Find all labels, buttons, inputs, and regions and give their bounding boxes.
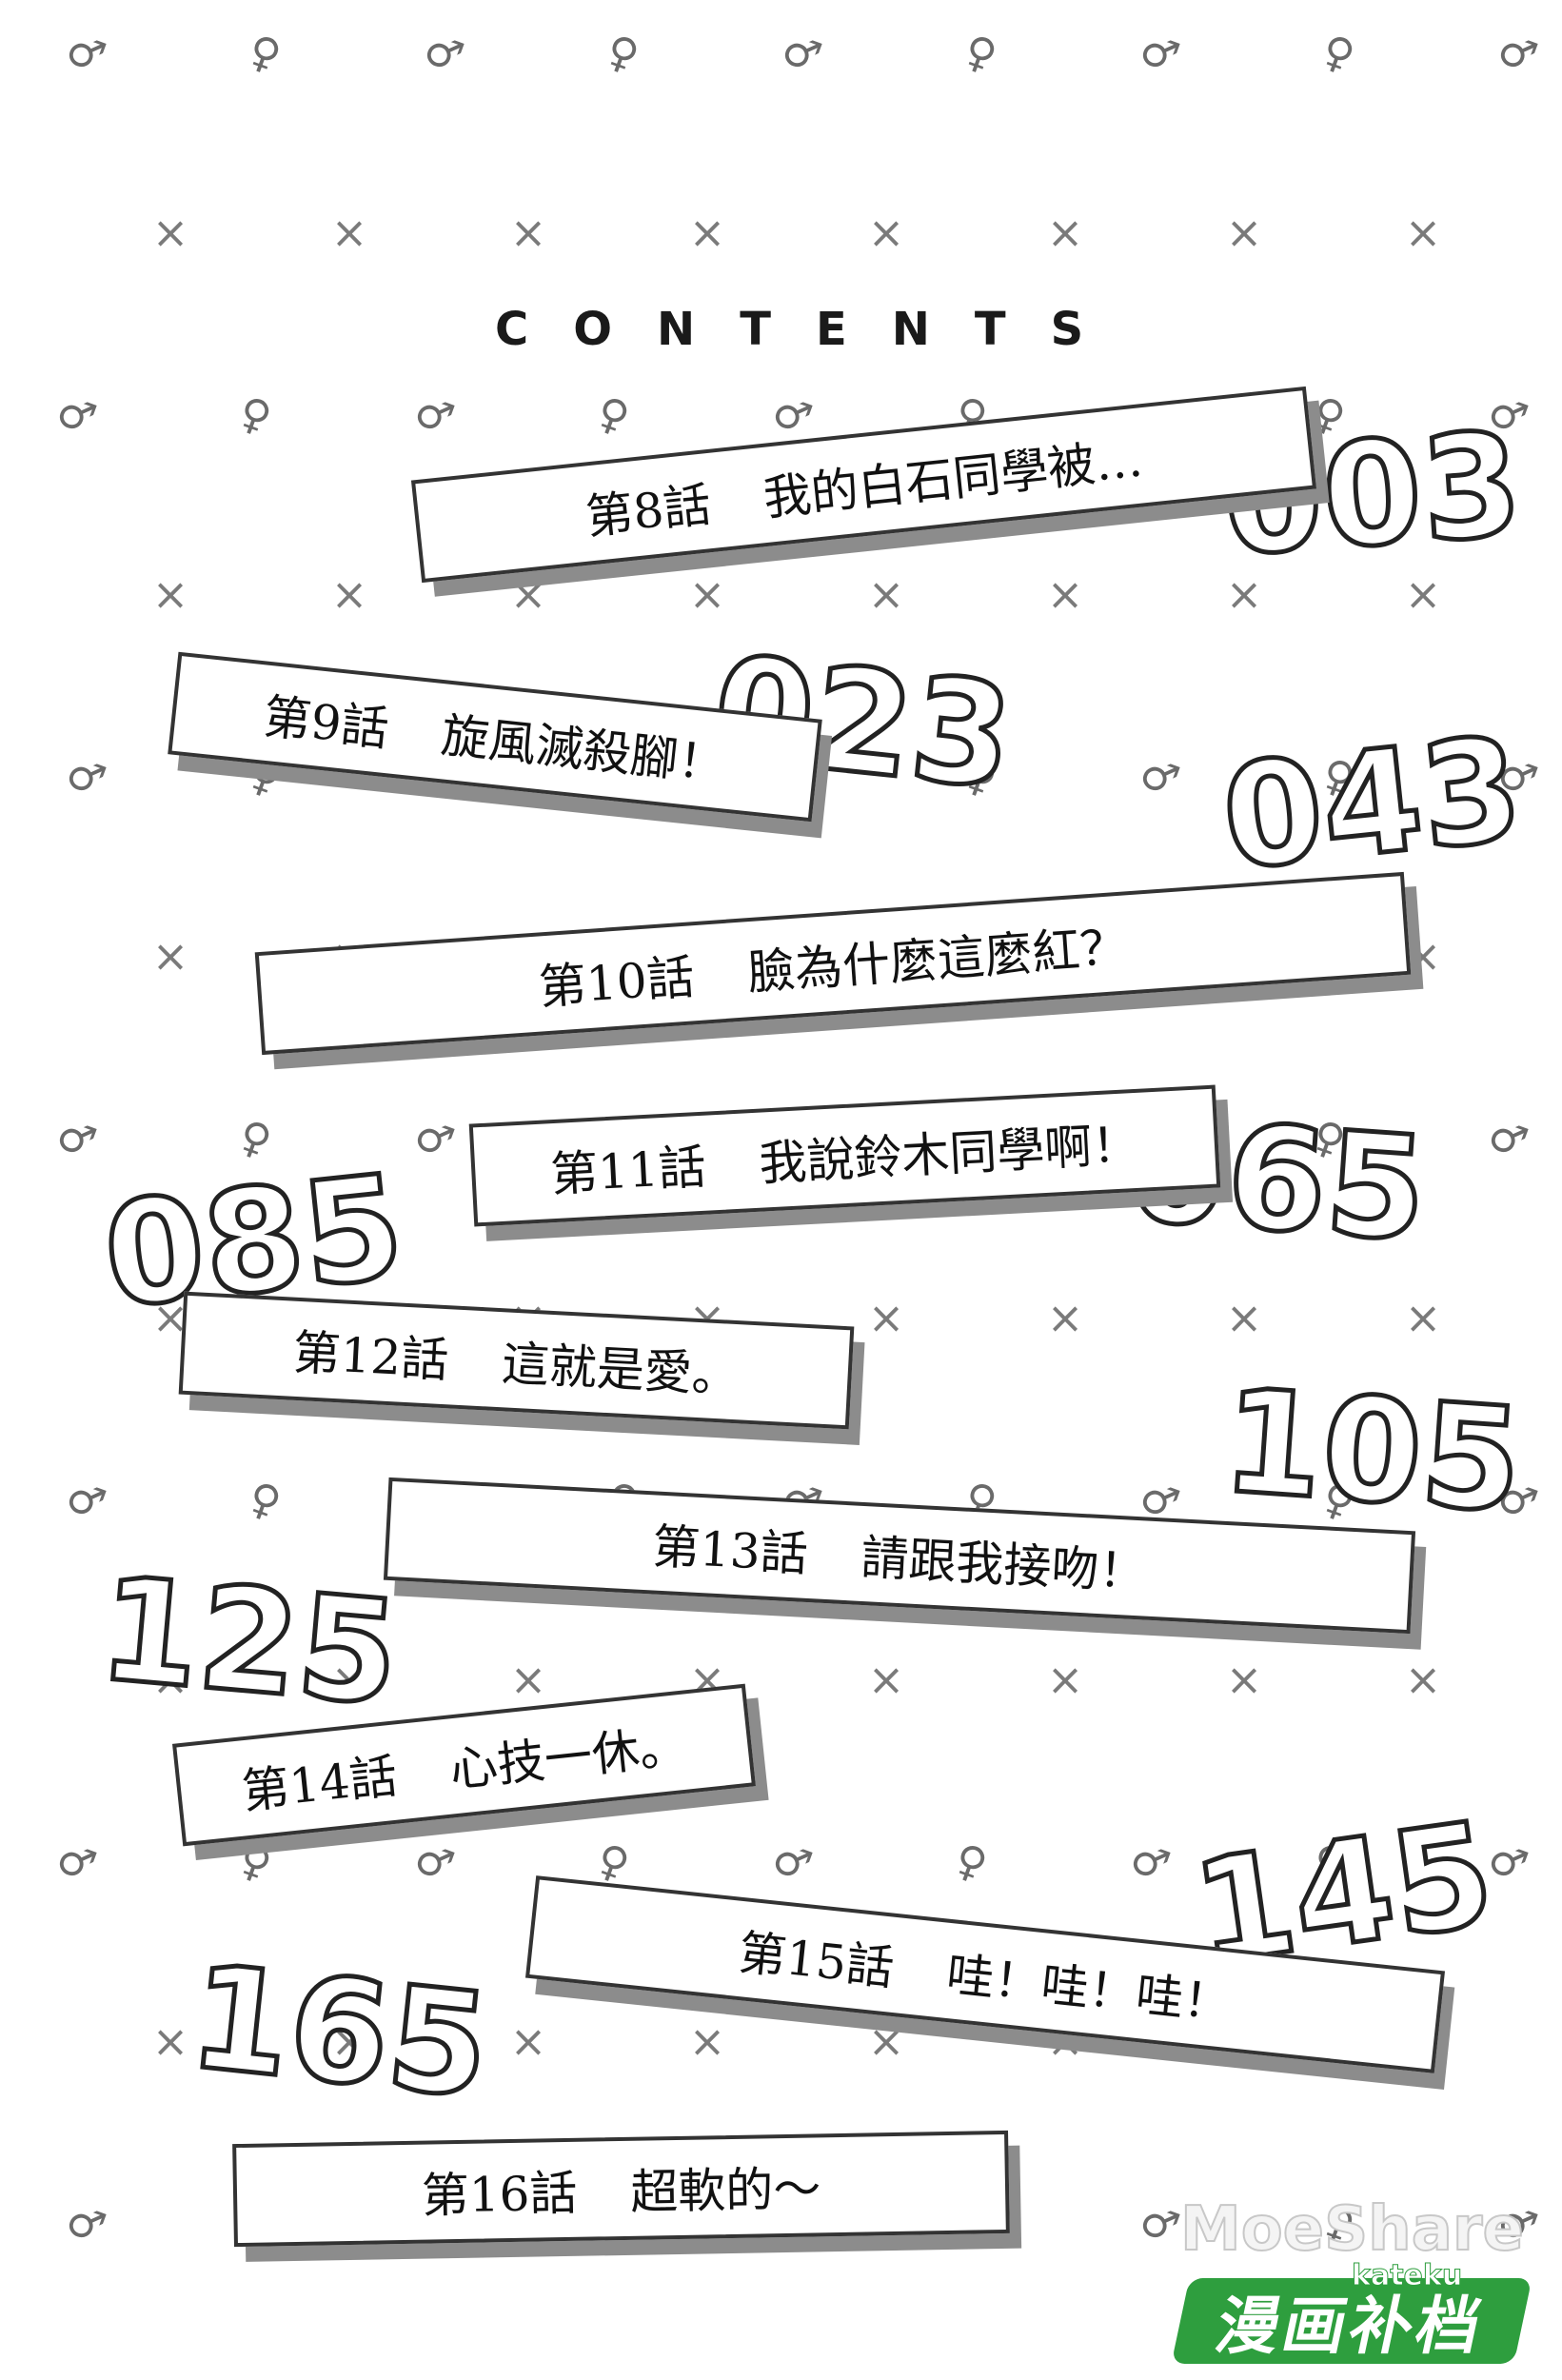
cross-mark-icon: × xyxy=(1405,1292,1442,1343)
chapter-label: 第16話 xyxy=(421,2165,578,2224)
chapter-label: 第15話 xyxy=(736,1924,897,1996)
female-symbol-icon: ♀ xyxy=(242,26,287,82)
cross-mark-icon: × xyxy=(331,2015,368,2067)
cross-mark-icon: × xyxy=(689,568,726,620)
male-symbol-icon: ♂ xyxy=(418,25,470,83)
male-symbol-icon: ♂ xyxy=(408,387,461,445)
cross-mark-icon: × xyxy=(868,1292,905,1343)
chapter-label: 第8話 xyxy=(583,477,714,545)
male-symbol-icon: ♂ xyxy=(766,387,819,445)
cross-mark-icon: × xyxy=(868,1654,905,1705)
male-symbol-icon: ♂ xyxy=(50,1110,103,1168)
cross-mark-icon: × xyxy=(689,2015,726,2067)
male-symbol-icon: ♂ xyxy=(766,1834,819,1892)
cross-mark-icon: × xyxy=(1405,1654,1442,1705)
chapter-label: 第11話 xyxy=(548,1139,708,1203)
male-symbol-icon: ♂ xyxy=(50,387,103,445)
cross-mark-icon: × xyxy=(1405,568,1442,620)
cross-mark-icon: × xyxy=(1226,207,1263,258)
male-symbol-icon: ♂ xyxy=(408,1834,461,1892)
cross-mark-icon: × xyxy=(1226,1654,1263,1705)
male-symbol-icon: ♂ xyxy=(60,1472,112,1530)
female-symbol-icon: ♀ xyxy=(600,26,645,82)
male-symbol-icon: ♂ xyxy=(776,25,828,83)
watermark-sub: kateku xyxy=(1351,2259,1463,2293)
male-symbol-icon: ♂ xyxy=(60,25,112,83)
chapter-label: 第9話 xyxy=(260,688,392,758)
chapter-label: 第12話 xyxy=(291,1324,450,1389)
cross-mark-icon: × xyxy=(868,207,905,258)
watermark-logo: MoeShare 漫画补档 kateku xyxy=(1161,2193,1542,2375)
male-symbol-icon: ♂ xyxy=(1492,25,1544,83)
cross-mark-icon: × xyxy=(510,207,547,258)
chapter-title: 旋風滅殺腳！ xyxy=(438,707,729,793)
chapter-label: 第13話 xyxy=(650,1518,810,1582)
female-symbol-icon: ♀ xyxy=(958,26,1003,82)
cross-mark-icon: × xyxy=(1405,207,1442,258)
male-symbol-icon: ♂ xyxy=(1482,1110,1534,1168)
cross-mark-icon: × xyxy=(152,207,189,258)
page-number-165: 165 xyxy=(180,1933,499,2133)
page-number-125: 125 xyxy=(91,1544,407,1740)
cross-mark-icon: × xyxy=(1226,1292,1263,1343)
female-symbol-icon: ♀ xyxy=(232,1835,278,1891)
chapter-title: 心技一休。 xyxy=(446,1717,690,1798)
cross-mark-icon: × xyxy=(152,930,189,982)
chapter-label: 第14話 xyxy=(239,1748,401,1820)
male-symbol-icon: ♂ xyxy=(1134,748,1186,806)
male-symbol-icon: ♂ xyxy=(50,1834,103,1892)
cross-mark-icon: × xyxy=(152,1654,189,1705)
cross-mark-icon: × xyxy=(152,568,189,620)
cross-mark-icon: × xyxy=(331,1654,368,1705)
cross-mark-icon: × xyxy=(331,568,368,620)
cross-mark-icon: × xyxy=(1047,207,1084,258)
male-symbol-icon: ♂ xyxy=(1124,1834,1176,1892)
cross-mark-icon: × xyxy=(331,207,368,258)
cross-mark-icon: × xyxy=(152,2015,189,2067)
contents-title: CONTENTS xyxy=(495,303,1129,356)
male-symbol-icon: ♂ xyxy=(60,2195,112,2253)
chapter-title: 請跟我接吻！ xyxy=(860,1529,1148,1600)
female-symbol-icon: ♀ xyxy=(242,1473,287,1529)
chapter-title: 我說鈴木同學啊！ xyxy=(758,1116,1141,1192)
female-symbol-icon: ♀ xyxy=(948,1835,994,1891)
page-number-043: 043 xyxy=(1213,704,1532,905)
male-symbol-icon: ♂ xyxy=(60,748,112,806)
watermark-brand: MoeShare xyxy=(1179,2193,1525,2266)
cross-mark-icon: × xyxy=(1047,1654,1084,1705)
cross-mark-icon: × xyxy=(510,568,547,620)
female-symbol-icon: ♀ xyxy=(590,387,636,444)
female-symbol-icon: ♀ xyxy=(1315,26,1361,82)
cross-mark-icon: × xyxy=(689,207,726,258)
cross-mark-icon: × xyxy=(1226,568,1263,620)
cross-mark-icon: × xyxy=(1047,1292,1084,1343)
chapter-title: 臉為什麼這麼紅？ xyxy=(745,919,1130,1002)
cross-mark-icon: × xyxy=(510,1654,547,1705)
chapter-banner-16: 第16話超軟的～ xyxy=(232,2130,1010,2248)
chapter-title: 超軟的～ xyxy=(629,2161,821,2220)
cross-mark-icon: × xyxy=(1047,568,1084,620)
cross-mark-icon: × xyxy=(510,2015,547,2067)
male-symbol-icon: ♂ xyxy=(408,1110,461,1168)
male-symbol-icon: ♂ xyxy=(1134,25,1186,83)
chapter-title: 這就是愛。 xyxy=(500,1336,741,1404)
cross-mark-icon: × xyxy=(868,2015,905,2067)
page-number-105: 105 xyxy=(1216,1357,1529,1547)
chapter-title: 哇！哇！哇！ xyxy=(943,1946,1235,2032)
female-symbol-icon: ♀ xyxy=(232,387,278,444)
cross-mark-icon: × xyxy=(868,568,905,620)
chapter-label: 第10話 xyxy=(537,949,697,1016)
